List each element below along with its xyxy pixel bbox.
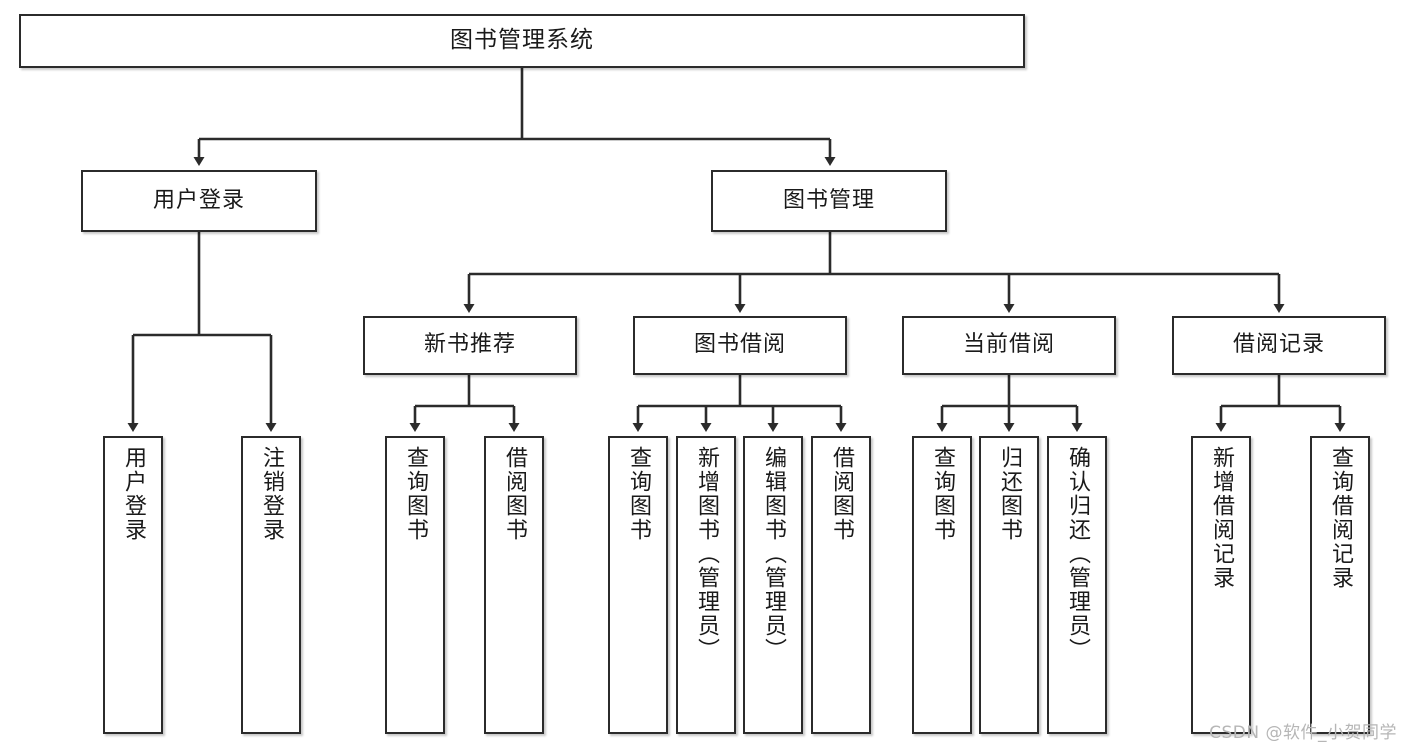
node-label: 编辑图书（管理员）	[760, 446, 786, 662]
node-label: 归还图书	[996, 446, 1022, 542]
leaf-current-borrow-return-book[interactable]: 归还图书	[979, 436, 1039, 734]
leaf-current-borrow-confirm-return-admin[interactable]: 确认归还（管理员）	[1047, 436, 1107, 734]
node-label: 图书借阅	[693, 332, 786, 358]
leaf-borrow-record-add-record[interactable]: 新增借阅记录	[1191, 436, 1251, 734]
node-label: 图书管理系统	[450, 27, 594, 54]
node-label: 新增图书（管理员）	[693, 446, 719, 662]
node-root-book-management-system[interactable]: 图书管理系统	[19, 14, 1025, 68]
node-label: 确认归还（管理员）	[1064, 446, 1090, 662]
node-label: 查询图书	[625, 446, 651, 542]
node-label: 查询借阅记录	[1327, 446, 1353, 590]
node-new-book-recommend[interactable]: 新书推荐	[363, 316, 577, 375]
leaf-current-borrow-query-book[interactable]: 查询图书	[912, 436, 972, 734]
node-label: 查询图书	[929, 446, 955, 542]
node-label: 用户登录	[120, 446, 146, 542]
node-label: 借阅图书	[828, 446, 854, 542]
leaf-book-borrow-edit-book-admin[interactable]: 编辑图书（管理员）	[743, 436, 803, 734]
node-borrow-record[interactable]: 借阅记录	[1172, 316, 1386, 375]
node-label: 注销登录	[258, 446, 284, 542]
leaf-user-login-login[interactable]: 用户登录	[103, 436, 163, 734]
leaf-book-borrow-borrow-book[interactable]: 借阅图书	[811, 436, 871, 734]
leaf-new-book-query-book[interactable]: 查询图书	[385, 436, 445, 734]
node-label: 新增借阅记录	[1208, 446, 1234, 590]
node-label: 图书管理	[782, 187, 875, 213]
leaf-new-book-borrow-book[interactable]: 借阅图书	[484, 436, 544, 734]
node-label: 用户登录	[152, 187, 245, 213]
node-label: 借阅图书	[501, 446, 527, 542]
node-label: 新书推荐	[423, 332, 516, 358]
leaf-borrow-record-query-record[interactable]: 查询借阅记录	[1310, 436, 1370, 734]
node-book-management[interactable]: 图书管理	[711, 170, 947, 232]
leaf-book-borrow-add-book-admin[interactable]: 新增图书（管理员）	[676, 436, 736, 734]
node-user-login[interactable]: 用户登录	[81, 170, 317, 232]
node-label: 当前借阅	[962, 332, 1055, 358]
node-label: 查询图书	[402, 446, 428, 542]
leaf-user-login-logout[interactable]: 注销登录	[241, 436, 301, 734]
node-book-borrow[interactable]: 图书借阅	[633, 316, 847, 375]
leaf-book-borrow-query-book[interactable]: 查询图书	[608, 436, 668, 734]
node-current-borrow[interactable]: 当前借阅	[902, 316, 1116, 375]
node-label: 借阅记录	[1232, 332, 1325, 358]
